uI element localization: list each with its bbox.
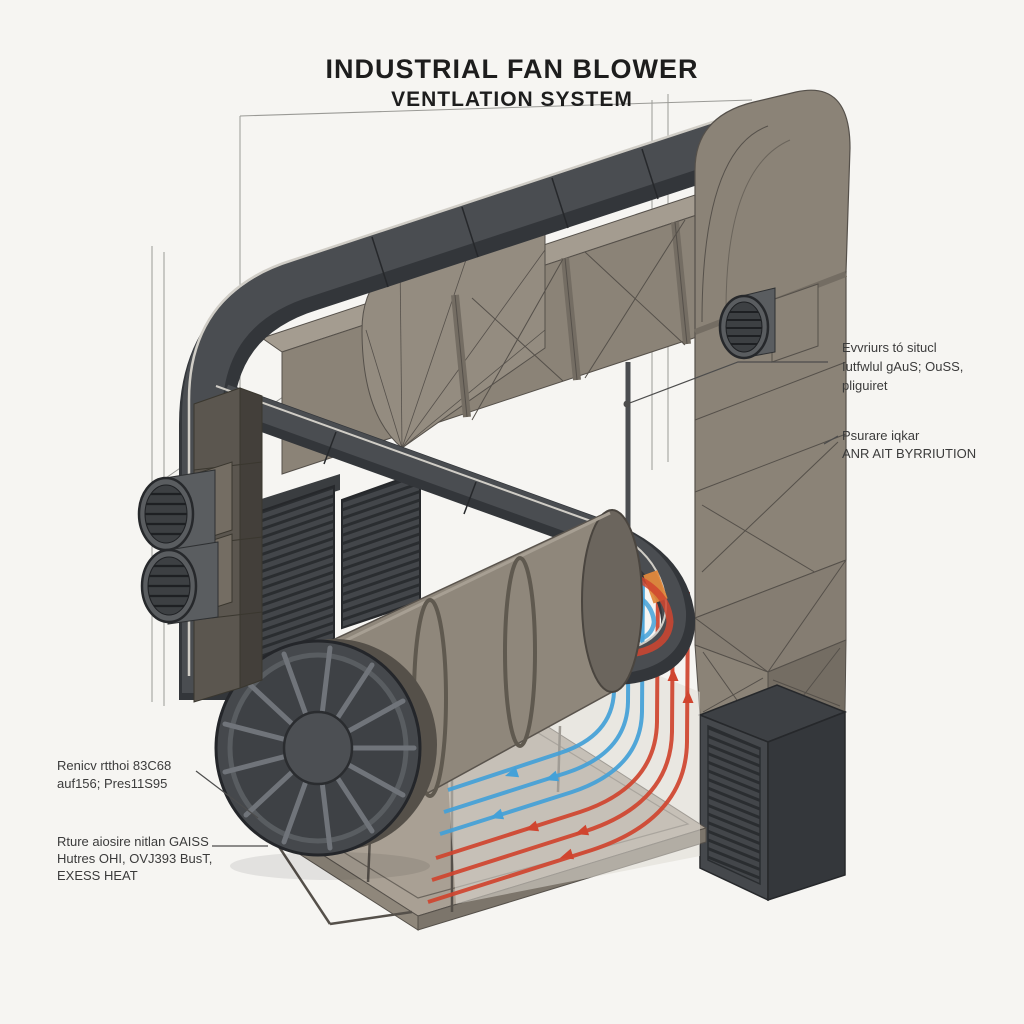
leader-fan-spec bbox=[195, 770, 259, 819]
annotation-line: Rture aiosire nitlan GAISS bbox=[57, 834, 209, 849]
duct-x-braces bbox=[471, 219, 686, 421]
cabinet-louver-panel bbox=[707, 724, 761, 886]
hot-air-flow-lines bbox=[427, 577, 690, 904]
left-riser-duct bbox=[137, 387, 263, 703]
title-line-2: VENTLATION SYSTEM bbox=[391, 88, 633, 111]
duct-flanges bbox=[451, 221, 691, 418]
leader-lines bbox=[195, 361, 839, 847]
right-louvered-cabinet bbox=[697, 684, 848, 902]
leader-air-distribution bbox=[823, 435, 839, 445]
annotation-line: ANR AIT BYRRIUTION bbox=[842, 446, 976, 461]
cabinet-side-face bbox=[767, 710, 846, 902]
annotation-line: Evvriurs tó situcl bbox=[842, 340, 937, 355]
fan-hub bbox=[282, 710, 354, 786]
right-elbow-duct bbox=[694, 89, 851, 331]
left-louvered-towers bbox=[252, 470, 421, 674]
side-fan-unit-2 bbox=[140, 541, 219, 625]
annotation-line: Hutres OHI, OVJ393 BusT, bbox=[57, 851, 212, 866]
axial-fan-wheel bbox=[214, 639, 422, 857]
annotation-air-distribution: Psurare iqkar ANR AIT BYRRIUTION bbox=[842, 428, 976, 461]
annotation-line: pliguiret bbox=[842, 378, 888, 393]
annotation-line: auf156; Pres11S95 bbox=[57, 776, 167, 791]
annotation-line: Psurare iqkar bbox=[842, 428, 920, 443]
diagram-title: INDUSTRIAL FAN BLOWER VENTLATION SYSTEM bbox=[326, 54, 699, 111]
annotation-line: Renicv rtthoi 83C68 bbox=[57, 758, 171, 773]
annotation-line: EXESS HEAT bbox=[57, 868, 138, 883]
annotation-line: Iutfwlul gAuS; OuSS, bbox=[842, 359, 963, 374]
annotation-exhaust-outlet: Evvriurs tó situcl Iutfwlul gAuS; OuSS, … bbox=[842, 340, 963, 393]
annotation-fan-spec: Renicv rtthoi 83C68 auf156; Pres11S95 bbox=[57, 758, 171, 791]
title-line-1: INDUSTRIAL FAN BLOWER bbox=[326, 54, 699, 84]
funnel-fold-lines bbox=[365, 247, 546, 449]
annotation-intake-heat: Rture aiosire nitlan GAISS Hutres OHI, O… bbox=[57, 834, 212, 883]
drum-ring-2 bbox=[503, 556, 537, 748]
main-horizontal-duct bbox=[260, 193, 720, 536]
drum-end-collar bbox=[581, 509, 643, 693]
blower-assembly bbox=[214, 508, 643, 880]
exhaust-fan-unit bbox=[718, 283, 819, 363]
cold-air-flow-lines bbox=[439, 559, 645, 836]
leader-exhaust-outlet bbox=[626, 361, 828, 405]
return-duct-ticks bbox=[323, 431, 477, 515]
side-fan-unit-1 bbox=[137, 469, 216, 553]
fan-shadow bbox=[230, 852, 430, 880]
